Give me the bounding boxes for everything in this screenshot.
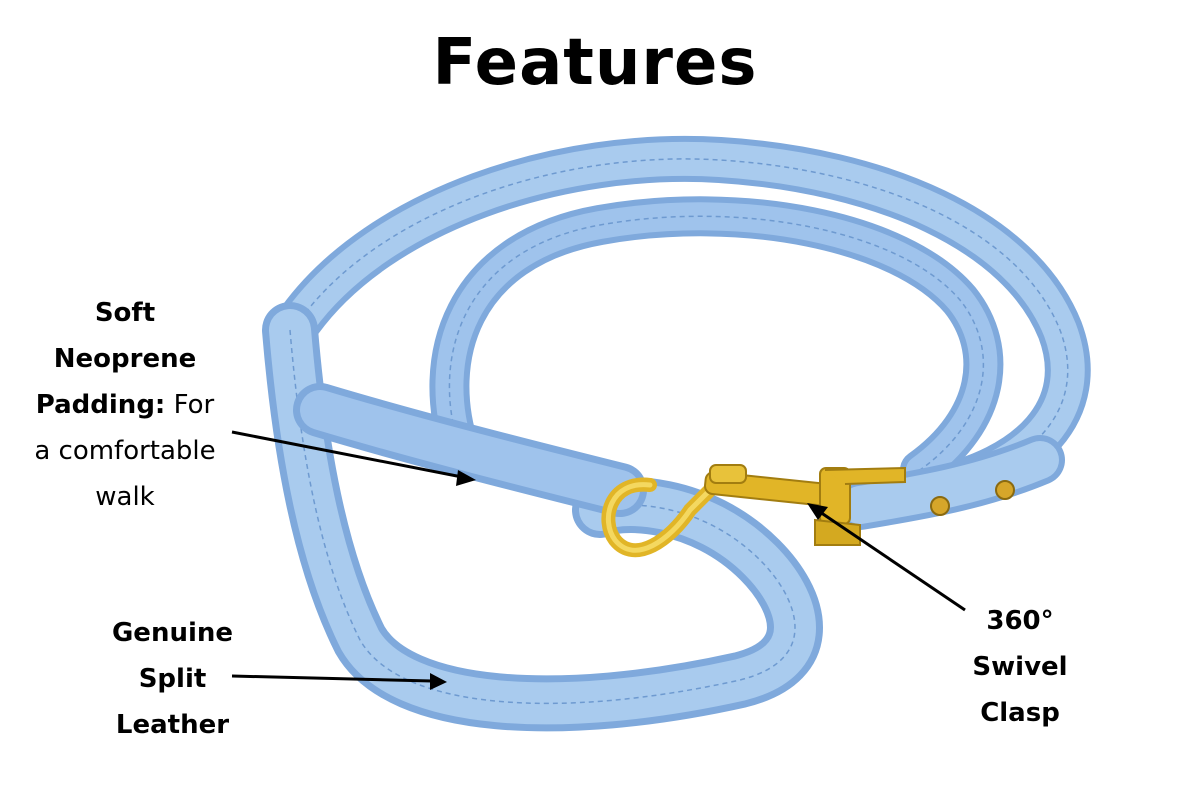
- callout-soft-neoprene-padding: Soft Neoprene Padding: For a comfortable…: [20, 290, 230, 520]
- callout-padding-line-1: Soft: [94, 298, 156, 328]
- rivet: [995, 480, 1015, 500]
- callout-leather-line-3: Leather: [115, 710, 230, 740]
- callout-swivel-clasp: 360° Swivel Clasp: [945, 598, 1095, 736]
- arrow-leather: [231, 673, 447, 690]
- arrow-padding: [231, 430, 476, 486]
- callout-clasp-line-2: Swivel: [972, 652, 1068, 682]
- callout-padding-line-2: Neoprene: [53, 344, 197, 374]
- callout-leather-line-2: Split: [138, 664, 207, 694]
- callout-clasp-line-1: 360°: [986, 606, 1054, 636]
- page-title: Features: [432, 26, 758, 100]
- arrow-clasp: [807, 503, 966, 612]
- callout-clasp-line-3: Clasp: [980, 698, 1060, 728]
- callout-padding-line-3b: For: [173, 390, 215, 420]
- rivet: [930, 496, 950, 516]
- callout-padding-line-3: Padding:: [35, 390, 166, 420]
- callout-padding-line-5: walk: [95, 482, 155, 512]
- callout-genuine-split-leather: Genuine Split Leather: [95, 610, 250, 748]
- callout-padding-line-4: a comfortable: [34, 436, 216, 466]
- swivel-clasp-icon: [601, 464, 906, 558]
- callout-leather-line-1: Genuine: [111, 618, 234, 648]
